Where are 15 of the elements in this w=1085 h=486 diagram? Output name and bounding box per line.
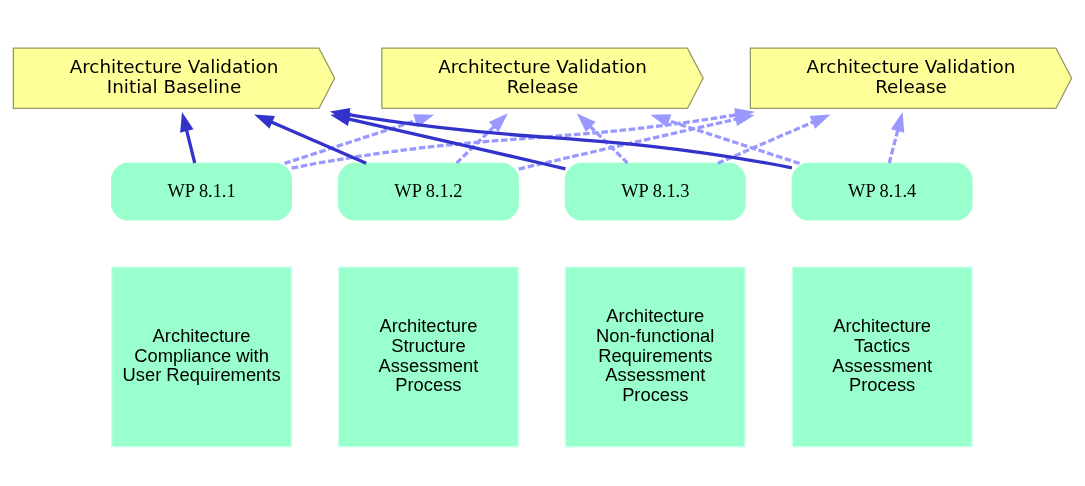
node-box: Architecture Non-functional Requirements Assessment Process [564, 265, 746, 447]
arrow [717, 113, 831, 165]
node-box: Architecture Tactics Assessment Process [791, 265, 973, 447]
arrow [887, 111, 905, 163]
arrow [518, 112, 755, 171]
arrow [455, 112, 508, 164]
node-box: Architecture Structure Assessment Process [337, 265, 519, 447]
node-box: WP 8.1.3 [564, 162, 746, 221]
node-box: WP 8.1.1 [111, 162, 293, 221]
arrow [650, 113, 800, 165]
arrow [576, 112, 629, 164]
node-box: WP 8.1.2 [337, 162, 519, 221]
arrow [180, 111, 197, 163]
node-box: WP 8.1.4 [791, 162, 973, 221]
node-box: Architecture Compliance with User Requirements [111, 265, 293, 447]
